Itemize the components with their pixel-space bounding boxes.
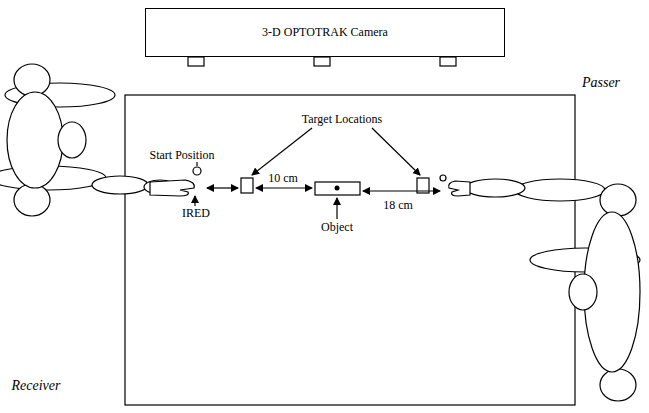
- leader-line: [252, 128, 312, 175]
- receiver-hand: [150, 180, 194, 196]
- leader-line: [196, 162, 197, 166]
- table: [125, 95, 575, 405]
- camera-box: 3-D OPTOTRAK Camera: [145, 8, 505, 57]
- callout-label: Target Locations: [301, 113, 384, 126]
- camera-lens: [440, 57, 456, 66]
- camera-lens: [188, 57, 204, 66]
- passer-hand: [449, 181, 470, 196]
- dimension-arrow: [363, 190, 440, 191]
- passer-figure: [465, 179, 640, 401]
- leader-line: [194, 196, 195, 206]
- passer-ired: [440, 175, 446, 181]
- callout-label: IRED: [181, 207, 211, 220]
- dimension-label: 18 cm: [382, 199, 414, 212]
- callout-label: Object: [320, 221, 354, 234]
- start-position-marker: [193, 167, 201, 175]
- camera-lens: [314, 57, 330, 66]
- role-label: Passer: [581, 75, 621, 90]
- callout-label: Start Position: [148, 149, 215, 162]
- leader-line: [372, 128, 420, 175]
- object: [315, 182, 360, 195]
- distance-arrow: [207, 187, 238, 188]
- target-location: [241, 178, 253, 193]
- node-text: 3-D OPTOTRAK Camera: [262, 26, 388, 39]
- role-label: Receiver: [11, 378, 62, 393]
- dimension-label: 10 cm: [267, 172, 299, 185]
- object-dot: [335, 186, 340, 191]
- dimension-arrow: [256, 187, 312, 188]
- leader-line: [336, 198, 337, 219]
